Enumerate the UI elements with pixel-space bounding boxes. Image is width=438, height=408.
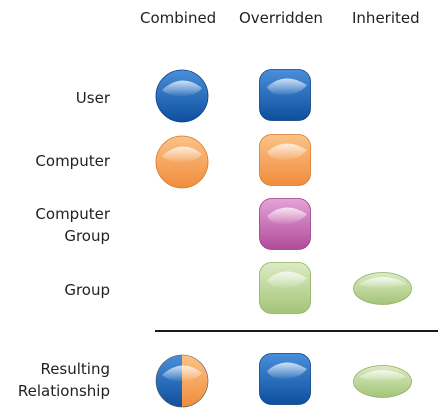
row-label-result-line2: Relationship [17,382,110,400]
group-overridden-square [259,262,312,315]
row-label-computer-group-line1: Computer [35,205,110,223]
row-label-computer-group-line2: Group [64,227,110,245]
column-header-combined: Combined [140,9,217,27]
row-label-computer-group: Computer Group [35,203,110,247]
result-inherited-ellipse [353,365,413,399]
user-overridden-square [259,69,312,122]
column-header-overridden: Overridden [239,9,323,27]
computer-group-overridden-square [259,198,312,251]
user-combined-circle [155,69,209,123]
result-divider-line [155,330,438,332]
column-header-inherited: Inherited [352,9,420,27]
row-label-computer: Computer [35,152,110,170]
group-inherited-ellipse [353,272,413,306]
row-label-user: User [75,89,110,107]
computer-combined-circle [155,135,209,189]
row-label-group: Group [64,281,110,299]
row-label-result-line1: Resulting [40,360,110,378]
row-label-resulting-relationship: Resulting Relationship [18,358,110,402]
result-overridden-square [259,353,312,406]
computer-overridden-square [259,134,312,187]
result-combined-split-circle [155,354,209,408]
